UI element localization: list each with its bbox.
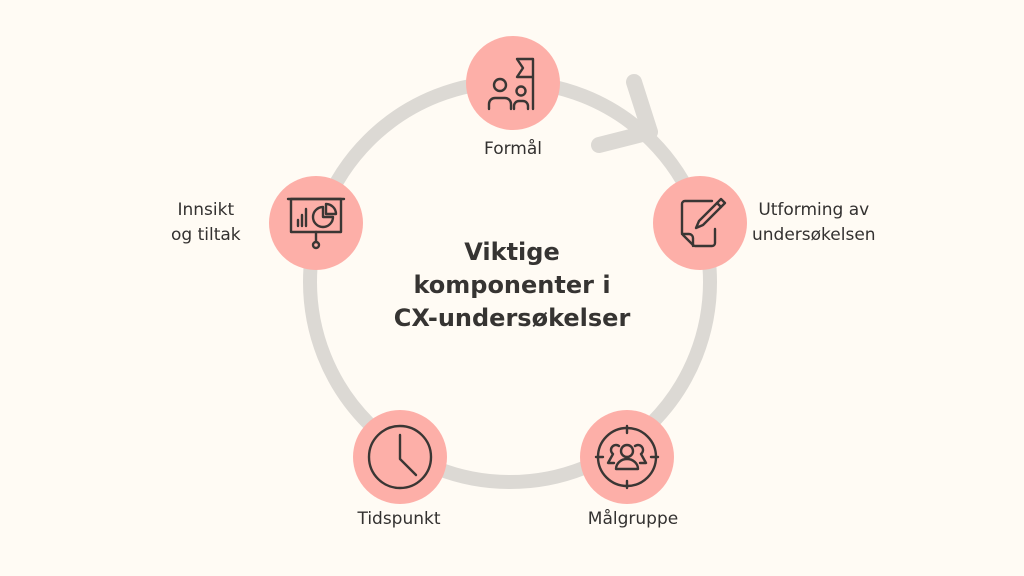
label-formal-line-1: Formål — [484, 139, 542, 159]
label-tidspunkt: Tidspunkt — [357, 507, 440, 532]
target-group-icon — [594, 424, 660, 490]
node-utforming — [653, 176, 747, 270]
label-formal: Formål — [484, 137, 542, 162]
node-formal — [466, 36, 560, 130]
label-malgruppe-line-1: Målgruppe — [587, 509, 679, 529]
node-malgruppe — [580, 410, 674, 504]
label-malgruppe: Målgruppe — [588, 507, 678, 532]
diagram-title: Viktige komponenter i CX-undersøkelser — [394, 236, 631, 335]
label-innsikt-line-1: Innsikt — [177, 200, 235, 220]
arrowhead-icon — [591, 74, 658, 153]
note-pencil-icon — [680, 197, 727, 248]
title-line-3: CX-undersøkelser — [393, 304, 631, 332]
label-innsikt-line-2: og tiltak — [171, 225, 241, 245]
label-utforming-line-1: Utforming av — [758, 200, 870, 220]
title-line-2: komponenter i — [413, 271, 611, 299]
title-line-1: Viktige — [464, 238, 560, 266]
people-flag-icon — [487, 57, 535, 111]
label-utforming-line-2: undersøkelsen — [752, 225, 876, 245]
label-tidspunkt-line-1: Tidspunkt — [357, 509, 441, 529]
presentation-chart-icon — [286, 197, 346, 250]
node-innsikt — [269, 176, 363, 270]
clock-icon — [367, 424, 433, 490]
label-utforming: Utforming av undersøkelsen — [752, 198, 876, 248]
node-tidspunkt — [353, 410, 447, 504]
label-innsikt: Innsikt og tiltak — [171, 198, 241, 248]
